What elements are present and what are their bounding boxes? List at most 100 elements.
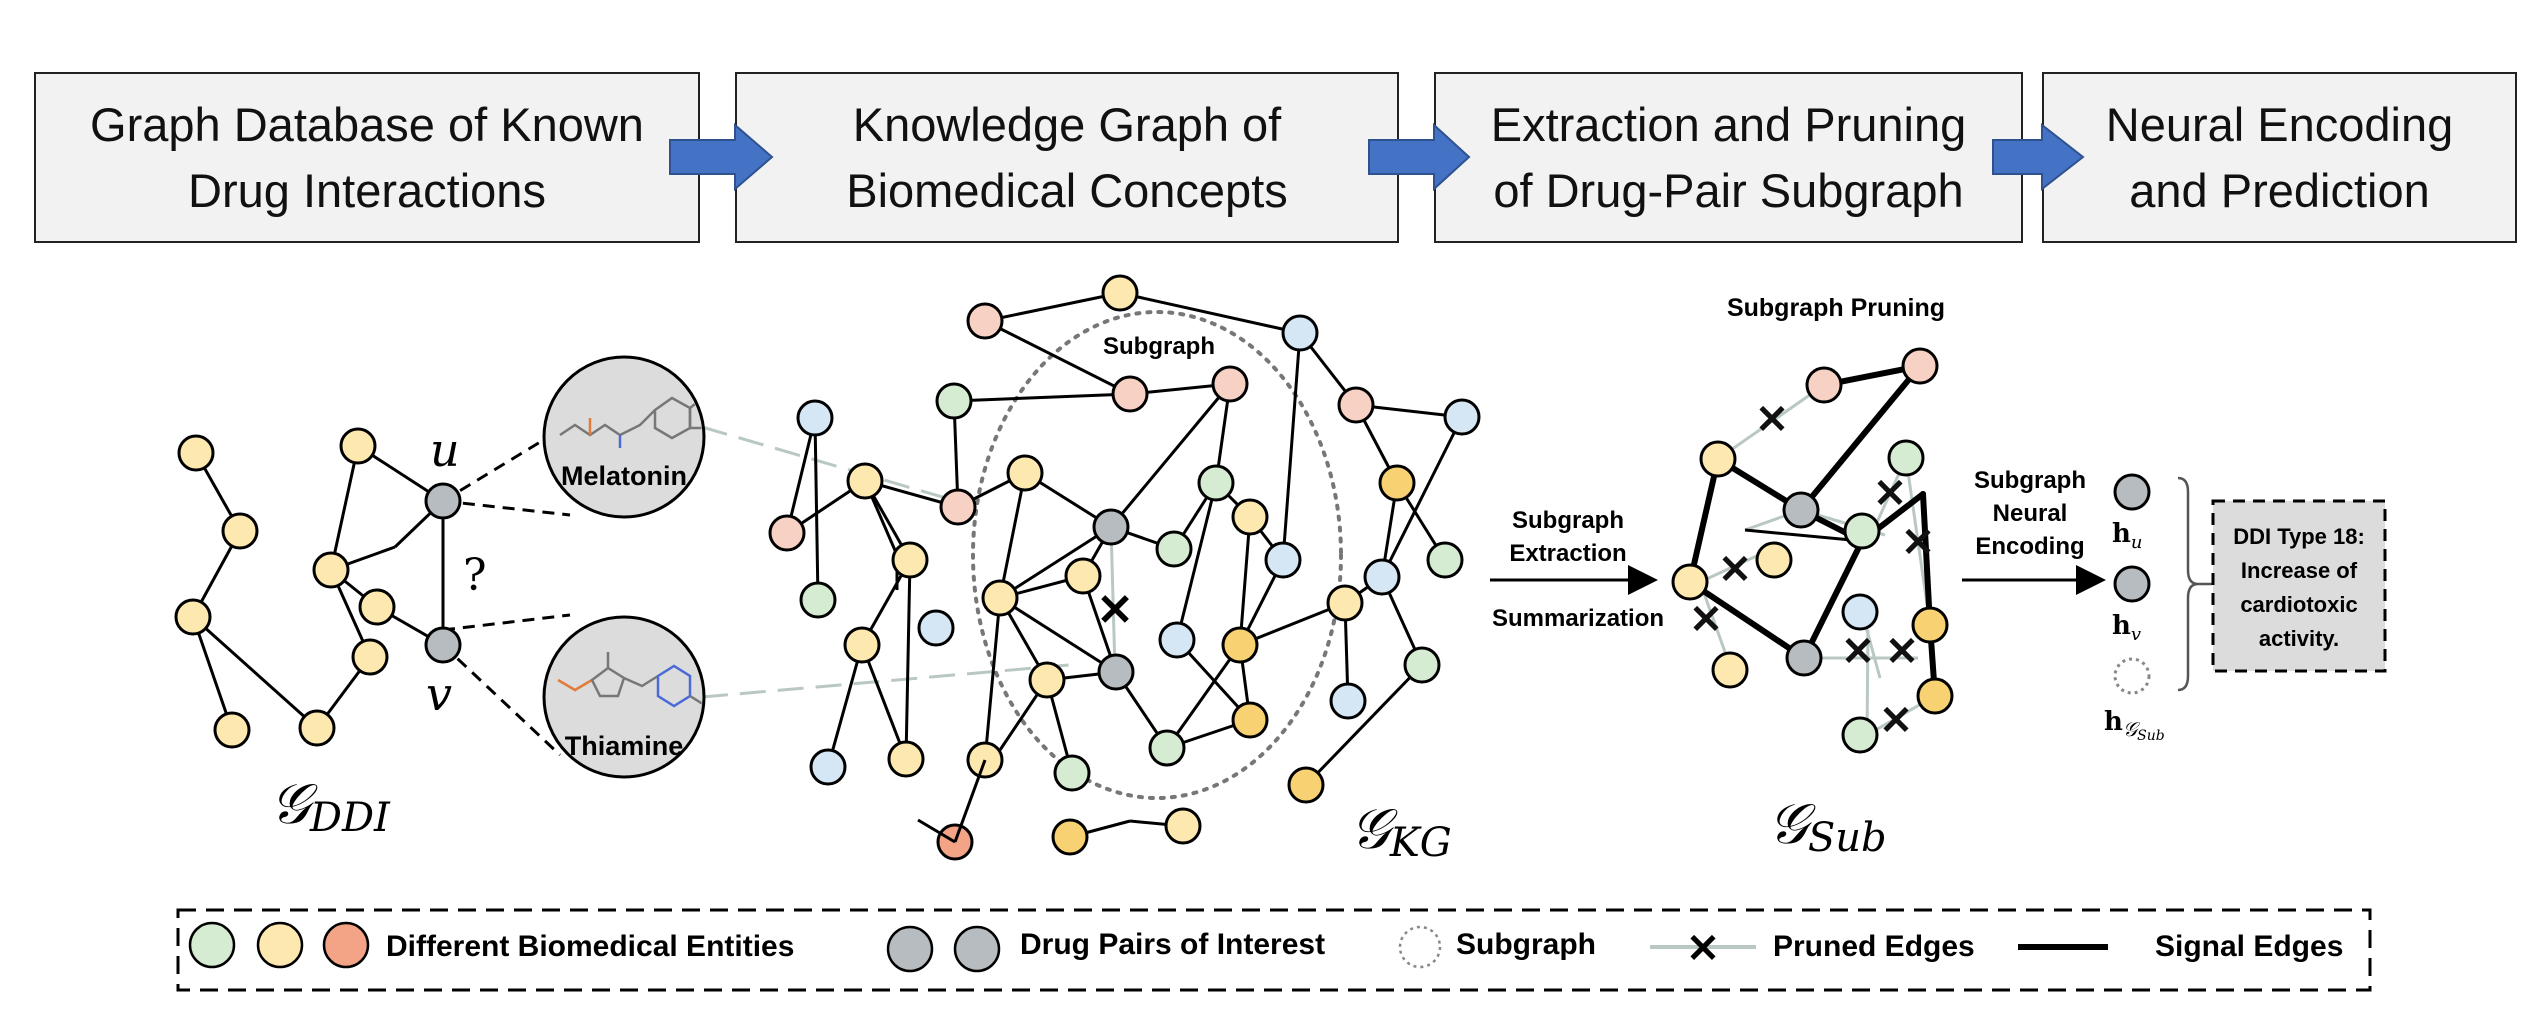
node-u-label: u [430, 423, 460, 477]
kg-node [1378, 464, 1416, 502]
pruning-title: Subgraph Pruning [1727, 294, 1945, 322]
ddi-graph-label: 𝒢DDI [270, 772, 391, 841]
kg-node [935, 382, 973, 420]
kg-node [1101, 274, 1139, 312]
kg-node [1281, 314, 1319, 352]
prune-cross: ✕ [1879, 699, 1913, 743]
legend-signal-label: Signal Edges [2155, 930, 2343, 963]
kg-node [1158, 621, 1196, 659]
legend-entities-label: Different Biomedical Entities [386, 930, 794, 963]
sub-node [1841, 716, 1879, 754]
sub-node [1916, 677, 1954, 715]
interaction-question-mark: ? [463, 550, 487, 601]
h-sub-label: h𝒢Sub [2104, 707, 2165, 744]
kg-node [1337, 386, 1375, 424]
svg-text:✕: ✕ [1686, 927, 1720, 971]
sub-node [1841, 593, 1879, 631]
prune-cross: ✕ [1718, 548, 1752, 592]
prune-cross: ✕ [1885, 630, 1919, 674]
pipeline-arrows [669, 122, 2085, 192]
ddi-node [221, 512, 259, 550]
kg-node [809, 748, 847, 786]
pipeline-step-ddi-database: Graph Database of Known Drug Interaction… [34, 72, 700, 243]
kg-node [887, 740, 925, 778]
kg-node [768, 514, 806, 552]
encoding-line1: Subgraph [1974, 467, 2086, 494]
legend-drug-pairs-label: Drug Pairs of Interest [1020, 928, 1325, 961]
kg-node [1006, 454, 1044, 492]
ddi-node [174, 598, 212, 636]
thiamine-molecule-icon: Thiamine [542, 615, 706, 779]
legend-green-node [188, 921, 236, 969]
kg-node [1148, 729, 1186, 767]
kg-subgraph-boundary [971, 310, 1343, 800]
extraction-line3: Summarization [1492, 605, 1664, 632]
legend-drug-node [886, 925, 934, 973]
kg-node [1211, 365, 1249, 403]
legend-drug-node [953, 925, 1001, 973]
kg-graph-label: 𝒢KG [1350, 797, 1452, 866]
thiamine-label: Thiamine [565, 731, 684, 761]
kg-node [1051, 818, 1089, 856]
kg-node [966, 302, 1004, 340]
prediction-box: DDI Type 18: Increase of cardiotoxic act… [2211, 499, 2387, 673]
kg-subgraph-label: Subgraph [1103, 333, 1215, 360]
sub-node [1911, 606, 1949, 644]
kg-node [1064, 557, 1102, 595]
node-v-label: v [426, 667, 452, 721]
prune-cross: ✕ [1873, 472, 1907, 516]
drug-node-u [424, 482, 462, 520]
kg-node [796, 399, 834, 437]
legend-pruned-label: Pruned Edges [1773, 930, 1975, 963]
sub-drug-node-u [1782, 491, 1820, 529]
kg-node [917, 609, 955, 647]
kg-cross-mark: ✕ [1097, 586, 1134, 635]
kg-node [1443, 398, 1481, 436]
kg-node [1197, 464, 1235, 502]
prune-cross: ✕ [1901, 521, 1935, 565]
prediction-line: cardiotoxic [2240, 592, 2357, 617]
pruned-subgraph: Subgraph Pruning [1671, 294, 1954, 861]
ddi-graph: u v ? Melatonin [174, 355, 1081, 841]
kg-node [1264, 541, 1302, 579]
extraction-line2: Extraction [1509, 540, 1626, 567]
ddi-node [298, 709, 336, 747]
sub-node [1711, 651, 1749, 689]
embedding-bracket [2177, 476, 2199, 692]
embedding-h-v [2113, 565, 2151, 603]
kg-drug-node-u [1092, 508, 1130, 546]
extraction-line1: Subgraph [1512, 507, 1624, 534]
legend: Different Biomedical Entities Drug Pairs… [176, 908, 2372, 992]
ddi-node [358, 588, 396, 626]
legend-subgraph-icon [1398, 925, 1442, 969]
prune-cross: ✕ [1841, 630, 1875, 674]
prediction-line: activity. [2259, 626, 2339, 651]
sub-node [1699, 440, 1737, 478]
h-v-label: hv [2112, 611, 2141, 645]
sub-graph-label: 𝒢Sub [1768, 792, 1887, 861]
kg-node [891, 541, 929, 579]
kg-node [1426, 541, 1464, 579]
kg-node [1287, 766, 1325, 804]
kg-node [1111, 375, 1149, 413]
pipeline-arrow-1 [669, 122, 774, 192]
kg-node [1164, 807, 1202, 845]
ddi-node [312, 551, 350, 589]
embedding-h-u [2113, 473, 2151, 511]
encoding-line3: Encoding [1975, 533, 2084, 560]
kg-node [1155, 530, 1193, 568]
kg-node [1221, 626, 1259, 664]
pipeline-arrow-2 [1368, 122, 1471, 192]
pipeline-step-subgraph-extraction: Extraction and Pruning of Drug-Pair Subg… [1434, 72, 2023, 243]
prune-cross: ✕ [1689, 598, 1723, 642]
prediction-line: DDI Type 18: [2233, 524, 2365, 549]
legend-subgraph-label: Subgraph [1456, 928, 1596, 961]
kg-node [1053, 754, 1091, 792]
kg-node [846, 462, 884, 500]
ddi-node [339, 427, 377, 465]
legend-yellow-node [256, 921, 304, 969]
melatonin-molecule-icon: Melatonin [542, 355, 706, 519]
sub-node [1843, 512, 1881, 550]
kg-node [1326, 584, 1364, 622]
